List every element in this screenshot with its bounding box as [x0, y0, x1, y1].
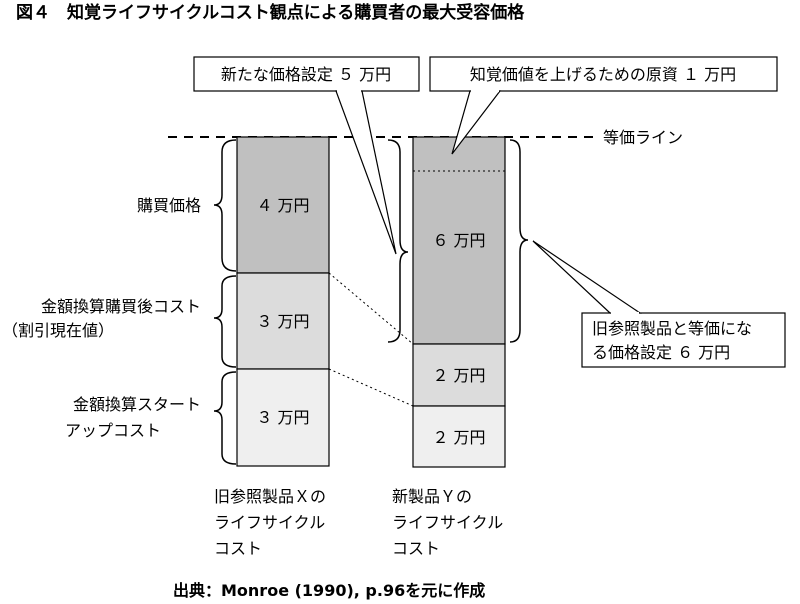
caption-y-line3: コスト — [392, 539, 440, 558]
connector-startup-top — [328, 368, 414, 407]
equal-price-label: 等価ライン — [603, 128, 683, 147]
bar-y: ６ 万円 ２ 万円 ２ 万円 — [412, 136, 506, 468]
left-braces — [213, 139, 237, 465]
label-purchase-price: 購買価格 — [137, 196, 201, 215]
callout-new-price-pointer — [335, 90, 397, 255]
bar-x-startup-cost-segment — [236, 368, 330, 467]
label-post-cost-line1: 金額換算購買後コスト — [41, 297, 201, 316]
callout-new-price: 新たな価格設定 ５ 万円 — [193, 56, 420, 255]
brace-equal-price — [509, 139, 529, 343]
callout-equal-price-line1: 旧参照製品と等価にな — [592, 319, 752, 338]
callout-raw-material-box — [429, 56, 778, 92]
source-note: 出典：Monroe (1990), p.96を元に作成 — [173, 581, 485, 600]
bar-x-post-cost-segment — [236, 272, 330, 370]
figure-title: 図４ 知覚ライフサイクルコスト観点による購買者の最大受容価格 — [16, 2, 525, 23]
callout-new-price-text: 新たな価格設定 ５ 万円 — [221, 65, 391, 84]
caption-x-line1: 旧参照製品Ｘの — [214, 487, 326, 506]
bar-x: ４ 万円 ３ 万円 ３ 万円 — [236, 136, 330, 467]
brace-purchase-price — [213, 139, 237, 272]
bar-y-startup-cost-value: ２ 万円 — [432, 428, 485, 447]
brace-new-price — [387, 139, 409, 343]
bar-y-price-value: ６ 万円 — [432, 231, 485, 250]
label-startup-cost-line1: 金額換算スタート — [73, 395, 201, 414]
callout-equal-price-line2: る価格設定 ６ 万円 — [592, 343, 730, 362]
connector-post-cost-top — [328, 272, 414, 345]
callout-new-price-box — [193, 56, 420, 92]
bar-x-price-value: ４ 万円 — [256, 196, 309, 215]
label-startup-cost-line2: アップコスト — [65, 421, 161, 440]
bar-x-startup-cost-value: ３ 万円 — [256, 408, 309, 427]
callout-raw-material-text: 知覚価値を上げるための原資 １ 万円 — [470, 65, 736, 84]
caption-y-line1: 新製品Ｙの — [392, 487, 472, 506]
bar-y-post-cost-value: ２ 万円 — [432, 366, 485, 385]
bar-y-startup-cost-segment — [412, 405, 506, 468]
caption-y-line2: ライフサイクル — [392, 513, 503, 532]
callout-raw-material: 知覚価値を上げるための原資 １ 万円 — [429, 56, 778, 155]
callout-equal-price-box — [581, 312, 786, 368]
brace-startup-cost — [213, 371, 237, 465]
label-post-cost-line2: （割引現在値） — [2, 321, 114, 340]
caption-x-line2: ライフサイクル — [214, 513, 325, 532]
bar-x-post-cost-value: ３ 万円 — [256, 312, 309, 331]
caption-x-line3: コスト — [214, 539, 262, 558]
callout-equal-price-pointer — [532, 240, 642, 314]
brace-post-cost — [213, 275, 237, 368]
callout-equal-price: 旧参照製品と等価にな る価格設定 ６ 万円 — [532, 240, 786, 368]
bar-y-post-cost-segment — [412, 343, 506, 407]
